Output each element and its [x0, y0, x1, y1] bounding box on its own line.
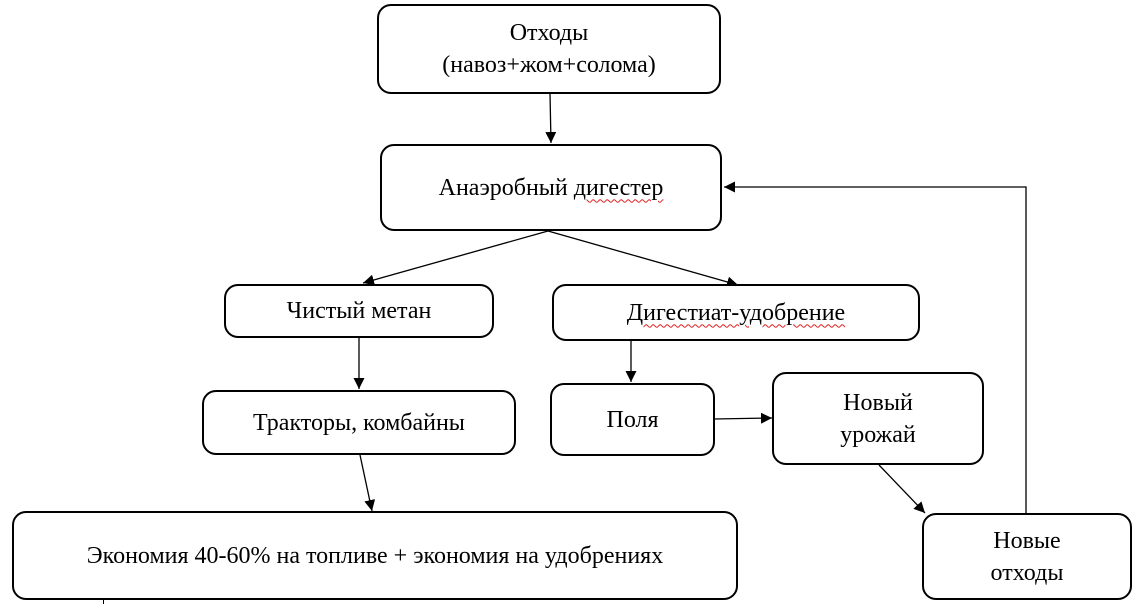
node-new-harvest: Новый урожай	[772, 372, 984, 465]
node-digester-spellcheck-word: дигестер	[573, 174, 664, 201]
node-new-waste: Новые отходы	[922, 513, 1132, 600]
node-fields: Поля	[550, 383, 715, 456]
node-savings: Экономия 40-60% на топливе + экономия на…	[12, 511, 738, 600]
edge-fields-to-new-harvest	[713, 412, 773, 424]
node-new-harvest-line1: Новый	[843, 389, 913, 416]
node-new-waste-line1: Новые	[993, 527, 1061, 554]
edge-new-waste-to-digester	[724, 181, 1027, 513]
node-waste-line1: Отходы	[509, 20, 589, 46]
edge-digester-to-methane	[362, 230, 549, 286]
text-cursor-mark	[103, 598, 104, 604]
node-digester: Анаэробный дигестер	[380, 144, 722, 231]
node-digestate: Дигестиат-удобрение	[552, 284, 920, 341]
node-waste: Отходы (навоз+жом+солома)	[377, 4, 721, 94]
node-methane: Чистый метан	[224, 284, 494, 338]
node-digester-text: Анаэробный	[438, 174, 574, 201]
node-new-harvest-line2: урожай	[840, 421, 916, 448]
node-new-waste-line2: отходы	[990, 559, 1064, 586]
edge-new-harvest-to-new-waste	[878, 464, 926, 514]
node-fields-label: Поля	[606, 406, 659, 433]
node-digester-label: Анаэробный дигестер	[439, 172, 664, 204]
node-tractors: Тракторы, комбайны	[202, 390, 516, 455]
node-tractors-label: Тракторы, комбайны	[253, 409, 465, 436]
node-waste-line2: (навоз+жом+солома)	[442, 52, 656, 78]
edge-waste-to-digester	[545, 92, 557, 144]
node-savings-label: Экономия 40-60% на топливе + экономия на…	[86, 542, 664, 569]
edge-tractors-to-savings	[359, 454, 376, 512]
edge-digester-to-digestate	[547, 230, 739, 288]
node-methane-label: Чистый метан	[286, 298, 432, 324]
node-digestate-label: Дигестиат-удобрение	[626, 299, 846, 326]
